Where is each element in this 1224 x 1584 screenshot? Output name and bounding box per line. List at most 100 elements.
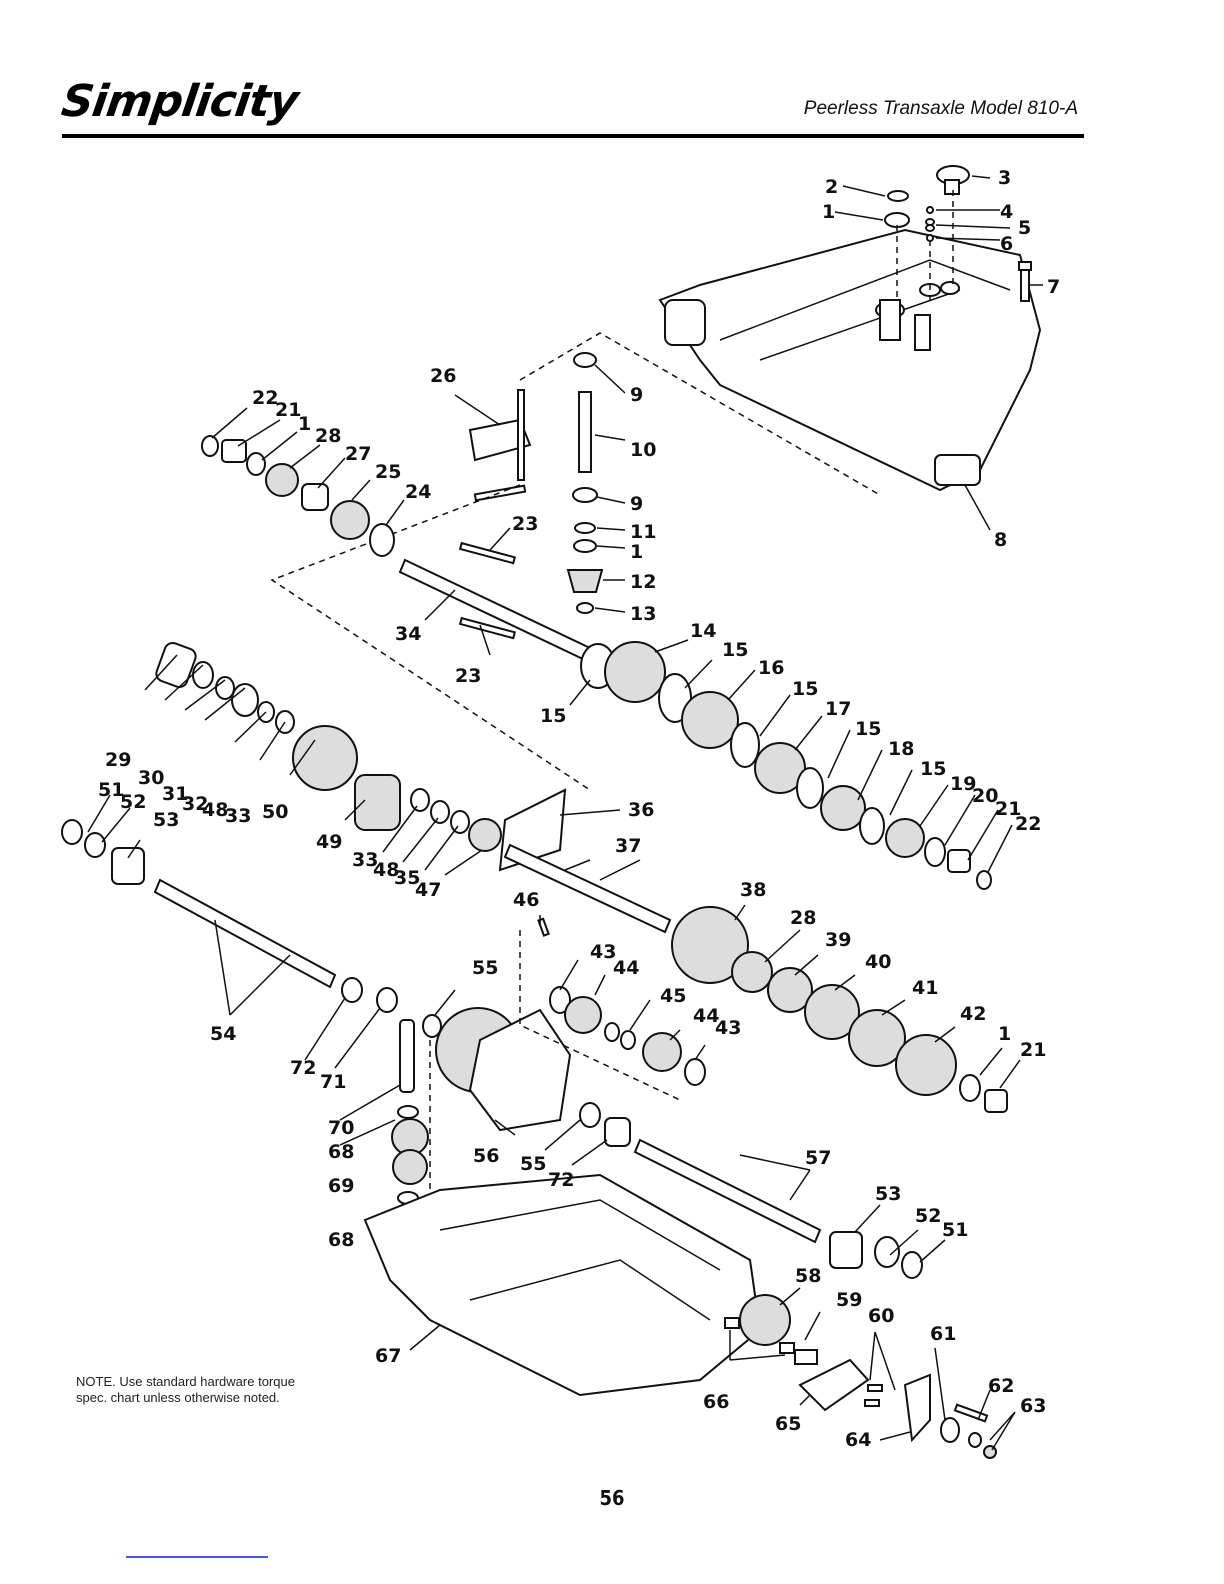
callout-22b: 22 [1015, 813, 1041, 835]
callout-50: 50 [262, 801, 288, 823]
callout-43b: 43 [715, 1017, 741, 1039]
callout-33b: 33 [352, 849, 378, 871]
gear-stack-upper [604, 641, 992, 890]
callout-68b: 68 [328, 1229, 354, 1251]
callout-65: 65 [775, 1413, 801, 1435]
callout-55b: 55 [520, 1153, 546, 1175]
callout-15e: 15 [920, 758, 946, 780]
callout-15a: 15 [540, 705, 566, 727]
callout-28a: 28 [315, 425, 341, 447]
callout-44a: 44 [613, 957, 639, 979]
callout-43a: 43 [590, 941, 616, 963]
callout-48b: 48 [373, 859, 399, 881]
callout-2: 2 [825, 176, 838, 198]
callout-21b: 21 [995, 798, 1021, 820]
upper-housing [658, 228, 1042, 492]
callout-49: 49 [316, 831, 342, 853]
header-rule [62, 134, 1084, 138]
leader-lines [87, 175, 1043, 1451]
callout-7: 7 [1047, 276, 1060, 298]
callout-1b: 1 [630, 541, 643, 563]
torque-note: NOTE. Use standard hardware torque spec.… [76, 1374, 295, 1405]
upper-shaft-group [201, 435, 616, 689]
callout-56: 56 [473, 1145, 499, 1167]
differential-group [341, 917, 706, 1205]
callout-13: 13 [630, 603, 656, 625]
callout-60: 60 [868, 1305, 894, 1327]
callout-16: 16 [758, 657, 784, 679]
callout-72a: 72 [290, 1057, 316, 1079]
callout-67: 67 [375, 1345, 401, 1367]
callout-64: 64 [845, 1429, 871, 1451]
callout-14: 14 [690, 620, 716, 642]
callout-61: 61 [930, 1323, 956, 1345]
callout-27: 27 [345, 443, 371, 465]
lower-housing [363, 1138, 923, 1397]
callout-59: 59 [836, 1289, 862, 1311]
callout-45: 45 [660, 985, 686, 1007]
callout-20: 20 [972, 785, 998, 807]
callout-21a: 21 [275, 399, 301, 421]
callout-3: 3 [998, 167, 1011, 189]
countershaft-group [61, 641, 567, 989]
callout-12: 12 [630, 571, 656, 593]
callout-5: 5 [1018, 217, 1031, 239]
callout-9a: 9 [630, 384, 643, 406]
callout-34: 34 [395, 623, 421, 645]
callout-51a: 51 [98, 779, 124, 801]
callout-22a: 22 [252, 387, 278, 409]
callout-23b: 23 [455, 665, 481, 687]
shifter-assembly [270, 332, 881, 791]
top-fittings [884, 165, 1032, 302]
callout-47: 47 [415, 879, 441, 901]
callout-37: 37 [615, 835, 641, 857]
callout-72b: 72 [548, 1169, 574, 1191]
output-shaft-group [503, 843, 1008, 1113]
callout-62: 62 [988, 1375, 1014, 1397]
callout-30: 30 [138, 767, 164, 789]
callout-32: 32 [182, 793, 208, 815]
callout-11: 11 [630, 521, 656, 543]
callout-70: 70 [328, 1117, 354, 1139]
callout-33a: 33 [225, 805, 251, 827]
callout-labels: 2 1 3 4 5 6 7 8 9 10 9 11 1 12 13 26 22 … [98, 167, 1060, 1451]
brake-group [724, 1294, 997, 1459]
callout-51b: 51 [942, 1219, 968, 1241]
callout-1d: 1 [998, 1023, 1011, 1045]
callout-42: 42 [960, 1003, 986, 1025]
callout-40: 40 [865, 951, 891, 973]
callout-15b: 15 [722, 639, 748, 661]
callout-54: 54 [210, 1023, 236, 1045]
callout-1: 1 [822, 201, 835, 223]
callout-23a: 23 [512, 513, 538, 535]
callout-69: 69 [328, 1175, 354, 1197]
callout-41: 41 [912, 977, 938, 999]
footer-line [126, 1556, 268, 1558]
callout-55a: 55 [472, 957, 498, 979]
callout-35: 35 [394, 867, 420, 889]
callout-39: 39 [825, 929, 851, 951]
callout-21c: 21 [1020, 1039, 1046, 1061]
callout-57: 57 [805, 1147, 831, 1169]
callout-10: 10 [630, 439, 656, 461]
callout-8: 8 [994, 529, 1007, 551]
page-number: 56 [599, 1486, 625, 1510]
callout-15d: 15 [855, 718, 881, 740]
callout-29: 29 [105, 749, 131, 771]
callout-48a: 48 [202, 799, 228, 821]
callout-36: 36 [628, 799, 654, 821]
callout-24: 24 [405, 481, 431, 503]
callout-46: 46 [513, 889, 539, 911]
callout-63: 63 [1020, 1395, 1046, 1417]
callout-53b: 53 [875, 1183, 901, 1205]
model-title: Peerless Transaxle Model 810-A [803, 98, 1078, 119]
callout-1c: 1 [298, 413, 311, 435]
callout-38: 38 [740, 879, 766, 901]
callout-9b: 9 [630, 493, 643, 515]
callout-17: 17 [825, 698, 851, 720]
callout-4: 4 [1000, 201, 1013, 223]
callout-58: 58 [795, 1265, 821, 1287]
callout-25: 25 [375, 461, 401, 483]
callout-26: 26 [430, 365, 456, 387]
